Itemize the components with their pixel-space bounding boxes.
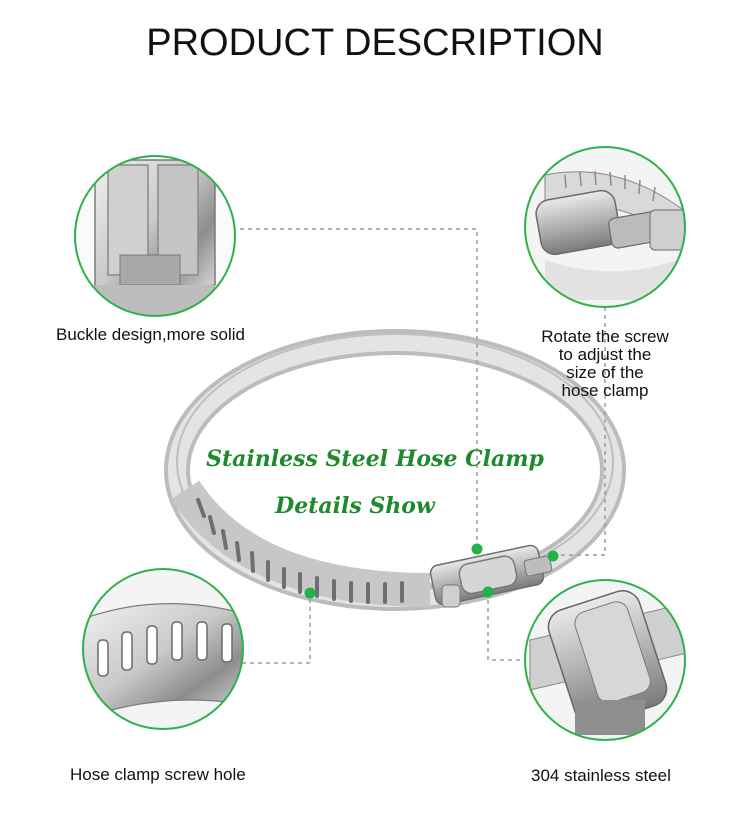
overlay-title: Stainless Steel Hose Clamp (206, 446, 544, 472)
detail-circle-screw-holes (82, 568, 244, 730)
clamp-buckle (429, 544, 553, 608)
detail-circle-buckle (74, 155, 236, 317)
callout-buckle: Buckle design,more solid (56, 325, 245, 344)
detail-circle-stainless (524, 579, 686, 741)
marker-dots (304, 543, 559, 599)
callout-connectors (240, 228, 606, 664)
callout-screw-line-3: size of the (566, 363, 644, 382)
hose-clamp-ring (164, 329, 626, 611)
callout-screw-hole: Hose clamp screw hole (70, 765, 246, 784)
detail-circle-screw (524, 146, 686, 308)
page-title: PRODUCT DESCRIPTION (146, 22, 604, 64)
callout-screw-line-2: to adjust the (558, 345, 652, 364)
overlay-subtitle: Details Show (275, 493, 435, 519)
callout-screw-line-4: hose clamp (561, 381, 649, 400)
callout-screw: Rotate the screw to adjust the size of t… (520, 328, 690, 400)
callout-screw-line-1: Rotate the screw (541, 327, 669, 346)
callout-stainless: 304 stainless steel (531, 766, 671, 785)
